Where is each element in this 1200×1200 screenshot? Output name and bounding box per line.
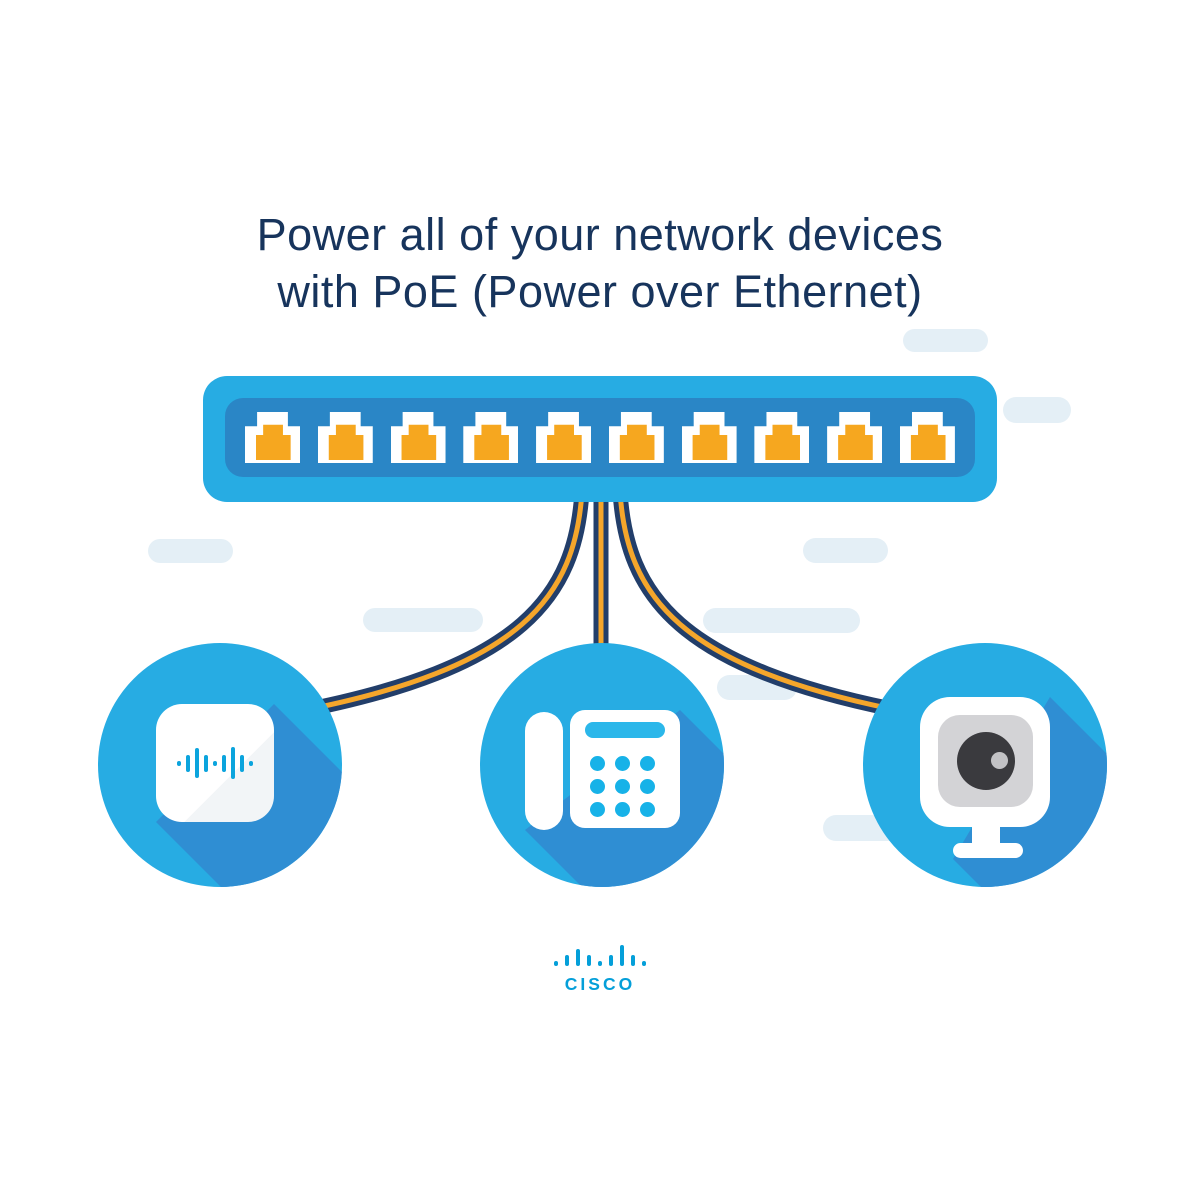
decorative-pill	[803, 538, 888, 563]
device-access-point	[98, 643, 342, 887]
ethernet-port	[245, 412, 300, 463]
switch-port-row	[225, 412, 975, 463]
logo-bar	[565, 955, 569, 966]
decorative-pill	[363, 608, 483, 632]
cisco-logo: CISCO	[0, 945, 1200, 995]
rj45-jack	[256, 424, 291, 460]
keypad-button	[615, 779, 630, 794]
cisco-wave-icon	[177, 747, 253, 779]
decorative-pill	[148, 539, 233, 563]
keypad-button	[590, 756, 605, 771]
logo-bar	[631, 955, 635, 966]
title-line-2: with PoE (Power over Ethernet)	[277, 266, 923, 317]
cable-left	[293, 491, 590, 720]
security-camera-icon	[920, 697, 1050, 827]
wave-bar	[249, 760, 253, 766]
logo-bar	[609, 955, 613, 966]
lens-highlight	[991, 752, 1008, 769]
logo-bar	[620, 945, 624, 966]
cable-right	[612, 491, 909, 720]
rj45-jack	[838, 424, 873, 460]
logo-bar	[642, 961, 646, 966]
device-camera	[863, 643, 1107, 887]
rj45-jack	[547, 424, 582, 460]
page-title: Power all of your network devices with P…	[0, 206, 1200, 320]
rj45-jack	[765, 424, 801, 460]
ethernet-port	[536, 412, 592, 463]
ethernet-port	[681, 412, 737, 463]
keypad-button	[615, 756, 630, 771]
phone-keypad	[590, 756, 655, 817]
title-line-1: Power all of your network devices	[256, 209, 944, 260]
logo-bar	[587, 955, 591, 966]
keypad-row	[590, 802, 655, 817]
rj45-jack	[401, 424, 437, 460]
decorative-pill	[703, 608, 860, 633]
poe-switch	[203, 376, 997, 502]
camera-base	[953, 843, 1023, 858]
desk-phone-icon	[570, 710, 680, 828]
cisco-bridge-icon	[0, 945, 1200, 966]
ethernet-port	[390, 412, 446, 463]
device-ip-phone	[480, 643, 724, 887]
rj45-jack	[619, 424, 655, 460]
keypad-button	[640, 779, 655, 794]
decorative-pill	[1003, 397, 1071, 423]
keypad-button	[590, 779, 605, 794]
ethernet-port	[608, 412, 664, 463]
wave-bar	[231, 747, 235, 779]
logo-bar	[576, 949, 580, 966]
wireless-access-point-icon	[156, 704, 274, 822]
decorative-pill	[903, 329, 988, 352]
wave-bar	[177, 760, 181, 766]
ethernet-port	[899, 412, 955, 463]
rj45-jack	[474, 424, 509, 460]
keypad-button	[590, 802, 605, 817]
phone-handset-icon	[525, 712, 563, 830]
wave-bar	[204, 754, 208, 772]
wave-bar	[195, 748, 199, 778]
wave-bar	[186, 754, 190, 772]
phone-display	[585, 722, 665, 738]
ethernet-port	[317, 412, 373, 463]
rj45-jack	[910, 424, 946, 460]
keypad-button	[640, 756, 655, 771]
rj45-jack	[328, 424, 364, 460]
ethernet-port	[463, 412, 519, 463]
ethernet-port	[754, 412, 810, 463]
logo-bar	[554, 961, 558, 966]
rj45-jack	[692, 424, 728, 460]
keypad-button	[640, 802, 655, 817]
cisco-wordmark: CISCO	[564, 974, 636, 994]
switch-faceplate	[225, 398, 975, 477]
ethernet-port	[827, 412, 883, 463]
wave-bar	[213, 760, 217, 766]
keypad-row	[590, 756, 655, 771]
logo-bar	[598, 961, 602, 966]
wave-bar	[240, 754, 244, 772]
keypad-row	[590, 779, 655, 794]
keypad-button	[615, 802, 630, 817]
wave-bar	[222, 754, 226, 772]
